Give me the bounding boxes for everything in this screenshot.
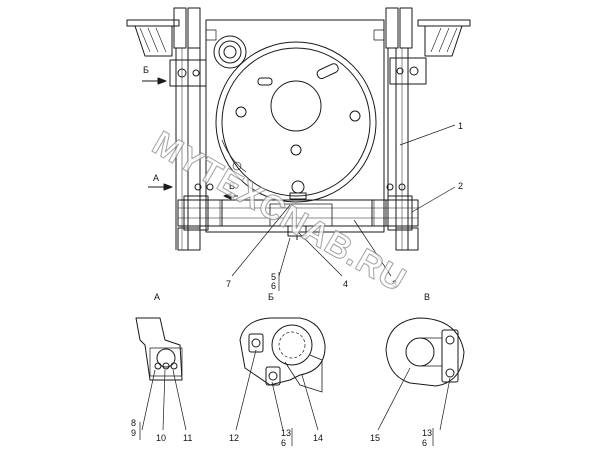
callout-13-b: 13 <box>422 428 432 438</box>
bottom-fitting <box>289 180 307 200</box>
detail-view-a: 8 9 10 11 <box>131 317 192 443</box>
view-arrow-v: В <box>223 181 238 200</box>
callout-6-a: 6 <box>281 438 286 448</box>
view-arrow-b: Б <box>142 65 167 85</box>
callout-9: 9 <box>131 428 136 438</box>
left-top-bracket <box>126 7 201 57</box>
callout-7: 7 <box>226 279 231 289</box>
callout-12: 12 <box>229 433 239 443</box>
crossbar <box>177 183 419 251</box>
right-upright <box>387 48 427 250</box>
callout-4: 4 <box>343 279 348 289</box>
callout-1: 1 <box>458 121 463 131</box>
view-title-b: Б <box>268 292 274 302</box>
callout-6-b: 6 <box>422 438 427 448</box>
leaders-main <box>231 124 456 277</box>
callout-11: 11 <box>183 433 192 443</box>
callout-8: 8 <box>131 418 136 428</box>
detail-view-b: 12 13 6 14 <box>229 317 326 448</box>
callout-14: 14 <box>313 433 323 443</box>
detail-view-v: 15 13 6 <box>370 317 465 448</box>
callout-15: 15 <box>370 433 380 443</box>
view-title-a: А <box>154 292 160 302</box>
view-title-v: В <box>424 292 430 302</box>
callout-2: 2 <box>458 181 463 191</box>
right-top-bracket <box>385 7 471 57</box>
flywheel-hub <box>213 35 377 203</box>
callout-10: 10 <box>156 433 166 443</box>
view-arrow-b-label: Б <box>143 65 149 75</box>
view-arrow-v-label: В <box>229 181 235 191</box>
callout-6-bot: 6 <box>271 281 276 291</box>
callout-5-top: 5 <box>271 272 276 282</box>
callout-13-a: 13 <box>281 428 291 438</box>
main-view: Б А В 1 2 3 4 5 6 7 <box>126 7 471 291</box>
callout-3: 3 <box>392 279 397 289</box>
view-arrow-a-label: А <box>153 173 159 183</box>
view-arrow-a: А <box>148 173 173 191</box>
